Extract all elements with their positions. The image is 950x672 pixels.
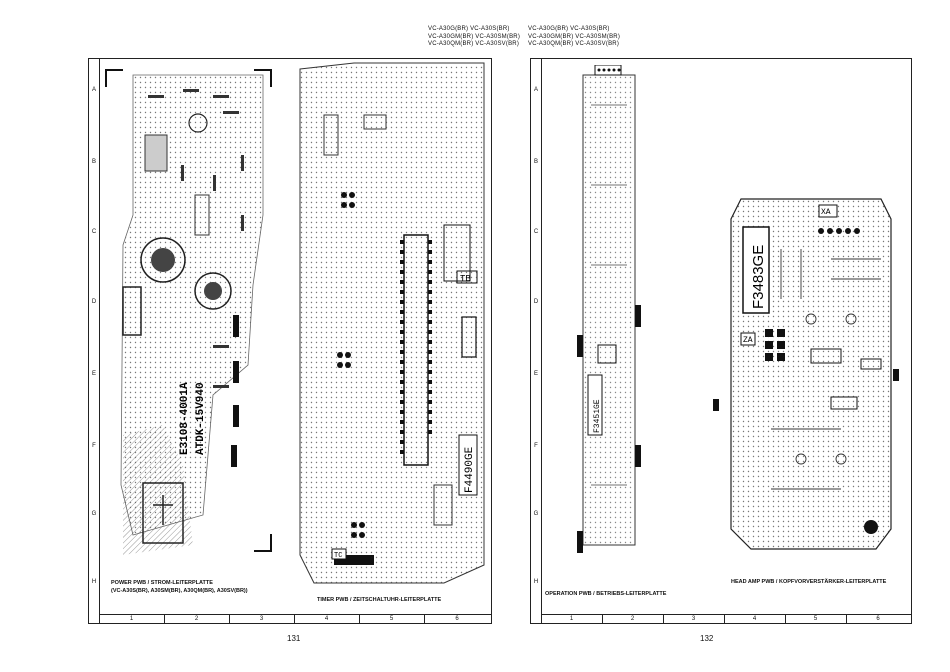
operation-pwb-code: F3451GE	[593, 399, 602, 433]
row-label: D	[533, 299, 539, 305]
crop-mark	[254, 534, 272, 552]
col-label: 1	[541, 615, 603, 623]
row-ruler-right: A B C D E F G H	[531, 59, 542, 623]
row-ruler-left: A B C D E F G H	[89, 59, 100, 623]
row-label: G	[91, 511, 97, 517]
row-label: D	[91, 299, 97, 305]
col-label: 5	[785, 615, 847, 623]
row-label: E	[91, 371, 96, 377]
caption-timer-pwb: TIMER PWB / ZEITSCHALTUHR-LEITERPLATTE	[317, 597, 442, 603]
page-number-right: 132	[700, 634, 714, 643]
page-number-left: 131	[287, 634, 301, 643]
page-right: A B C D E F G H 1 2 3 4 5 6 F3451GE	[530, 58, 912, 624]
row-label: F	[534, 443, 538, 449]
row-label: H	[533, 579, 539, 585]
header-models-left: VC-A30G(BR) VC-A30S(BR) VC-A30GM(BR) VC-…	[428, 26, 521, 47]
tc-label: TC	[334, 552, 342, 560]
col-label: 2	[602, 615, 664, 623]
timer-pwb-code: F4490GE	[464, 446, 476, 493]
operation-pwb-drawing: F3451GE	[577, 65, 641, 553]
headamp-pwb-drawing: F3483GE XA ZA	[713, 198, 899, 550]
row-label: G	[533, 511, 539, 517]
header-models-right: VC-A30G(BR) VC-A30S(BR) VC-A30GM(BR) VC-…	[528, 26, 621, 47]
col-label: 4	[294, 615, 360, 623]
caption-headamp-pwb: HEAD AMP PWB / KOPFVORVERSTÄRKER-LEITERP…	[731, 579, 887, 585]
row-label: A	[533, 87, 538, 93]
col-ruler-left: 1 2 3 4 5 6	[99, 614, 491, 623]
row-label: F	[92, 443, 96, 449]
col-label: 5	[359, 615, 425, 623]
page-left: A B C D E F G H 1 2 3 4 5 6	[88, 58, 492, 624]
col-ruler-right: 1 2 3 4 5 6	[541, 614, 911, 623]
row-label: C	[91, 229, 97, 235]
power-pwb-code: E3108-4001A	[179, 382, 191, 455]
crop-mark	[254, 69, 272, 87]
col-label: 1	[99, 615, 165, 623]
za-label: ZA	[743, 336, 753, 345]
row-label: E	[533, 371, 538, 377]
tb-label: TB	[460, 274, 471, 284]
caption-power-pwb: POWER PWB / STROM-LEITERPLATTE (VC-A30S(…	[111, 580, 248, 594]
row-label: B	[91, 159, 96, 165]
row-label: H	[91, 579, 97, 585]
row-label: B	[533, 159, 538, 165]
power-pwb-drawing: E3108-4001A ATDK-15V940	[120, 74, 264, 555]
xa-label: XA	[821, 208, 831, 217]
row-label: A	[91, 87, 96, 93]
headamp-pwb-code: F3483GE	[750, 245, 767, 309]
power-pwb-rating: ATDK-15V940	[195, 382, 207, 455]
col-label: 6	[876, 616, 880, 622]
col-label: 3	[229, 615, 295, 623]
col-label: 2	[164, 615, 230, 623]
col-label: 6	[455, 616, 459, 622]
col-label: 4	[724, 615, 786, 623]
col-label: 3	[663, 615, 725, 623]
caption-operation-pwb: OPERATION PWB / BETRIEBS-LEITERPLATTE	[545, 591, 667, 597]
timer-pwb-drawing: TB TC F4490GE	[299, 62, 485, 584]
row-label: C	[533, 229, 539, 235]
crop-mark	[105, 69, 123, 87]
